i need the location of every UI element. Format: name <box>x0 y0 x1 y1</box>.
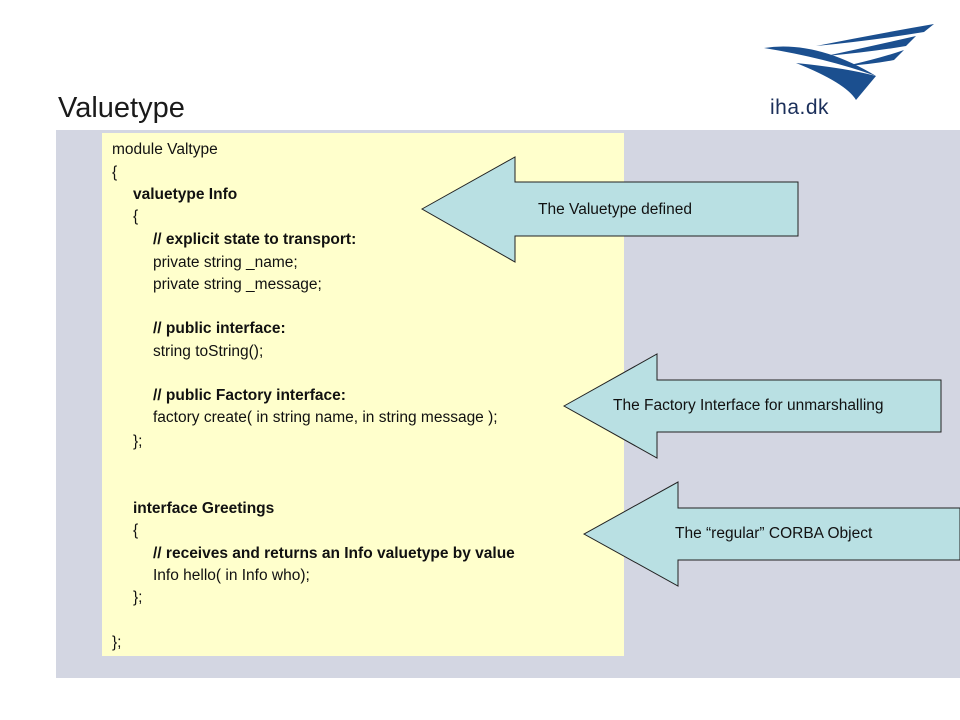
callout-regular-label: The “regular” CORBA Object <box>675 525 873 542</box>
code-line: string toString(); <box>153 343 264 360</box>
code-line: module Valtype <box>112 141 218 158</box>
code-line: valuetype Info <box>133 186 238 203</box>
code-line: }; <box>112 634 122 651</box>
iha-logo-icon <box>764 24 934 100</box>
callout-factory-label: The Factory Interface for unmarshalling <box>613 397 884 414</box>
code-line: private string _name; <box>153 254 298 271</box>
code-line: // public Factory interface: <box>153 387 346 404</box>
code-line: // explicit state to transport: <box>153 231 357 248</box>
code-line: Info hello( in Info who); <box>153 567 310 584</box>
code-line: interface Greetings <box>133 500 275 517</box>
code-line: { <box>133 208 139 225</box>
arrow-valuetype-shape <box>420 156 799 263</box>
code-line: { <box>133 522 139 539</box>
arrow-regular-shape <box>582 481 960 587</box>
callout-valuetype-label: The Valuetype defined <box>538 201 692 218</box>
code-line: factory create( in string name, in strin… <box>153 409 498 426</box>
code-line: }; <box>133 589 143 606</box>
code-line: // receives and returns an Info valuetyp… <box>153 545 515 562</box>
code-line: }; <box>133 433 143 450</box>
code-line: { <box>112 164 118 181</box>
logo-text: iha.dk <box>770 96 830 119</box>
slide-title: Valuetype <box>58 92 185 124</box>
code-line: // public interface: <box>153 320 286 337</box>
arrow-factory-shape <box>562 353 942 459</box>
code-line: private string _message; <box>153 276 322 293</box>
